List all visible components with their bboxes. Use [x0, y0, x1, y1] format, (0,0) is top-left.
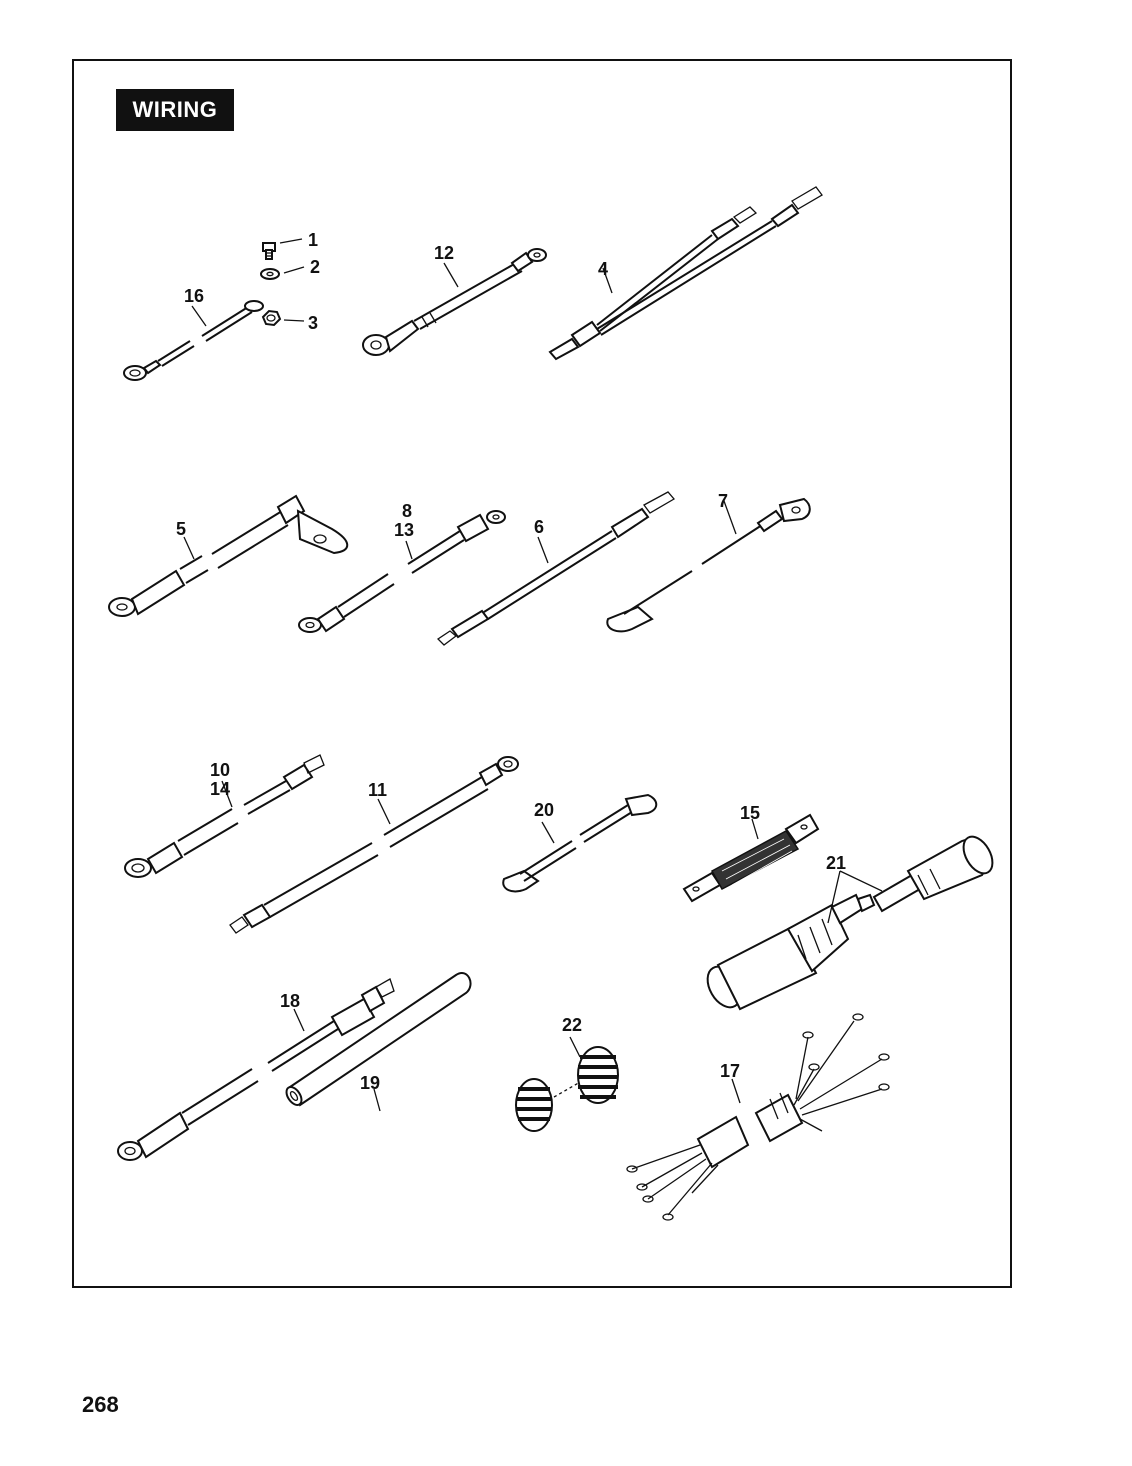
leader-19 — [373, 1088, 381, 1112]
callout-17: 17 — [720, 1061, 740, 1081]
callout-21: 21 — [826, 853, 846, 873]
wiring-parts-diagram: 1 2 3 16 12 4 5 8 13 6 7 10 14 11 20 15 … — [72, 59, 1012, 1288]
leader-18 — [293, 1008, 305, 1032]
part-7-wire — [606, 497, 811, 633]
callout-14: 14 — [210, 779, 230, 799]
diagram-border — [72, 59, 1012, 1288]
callout-18: 18 — [280, 991, 300, 1011]
leader-11 — [377, 798, 391, 825]
leader-22 — [569, 1036, 581, 1058]
part-5-heavy-cable — [108, 494, 349, 617]
callout-10: 10 — [210, 760, 230, 780]
part-1-screw — [262, 242, 276, 260]
callout-13: 13 — [394, 520, 414, 540]
leader-8-13 — [405, 540, 413, 560]
leader-7 — [723, 500, 737, 535]
leader-16 — [191, 305, 207, 327]
leader-21b — [839, 870, 883, 892]
callout-8: 8 — [402, 501, 412, 521]
callout-3: 3 — [308, 313, 318, 333]
callout-12: 12 — [434, 243, 454, 263]
page-number: 268 — [82, 1392, 119, 1417]
part-17-multi-lead-harness — [626, 1013, 890, 1221]
spring-left — [515, 1078, 553, 1132]
part-20-wire — [502, 793, 658, 893]
leader-10-14 — [221, 780, 233, 808]
part-18-cable-with-plug — [117, 978, 395, 1161]
callout-4: 4 — [598, 259, 608, 279]
part-8-13-cable — [298, 510, 506, 633]
callout-5: 5 — [176, 519, 186, 539]
callout-7: 7 — [718, 491, 728, 511]
part-21-connector-pair — [706, 835, 994, 1011]
part-19-tubing — [285, 972, 472, 1107]
callout-6: 6 — [534, 517, 544, 537]
callout-15: 15 — [740, 803, 760, 823]
spring-right — [577, 1046, 619, 1104]
leader-15 — [751, 818, 759, 840]
callout-1: 1 — [308, 230, 318, 250]
leader-4 — [602, 267, 613, 294]
part-6-wire — [436, 491, 676, 646]
part-15-braided-strap — [682, 813, 820, 903]
leader-12 — [443, 262, 459, 288]
part-12-battery-cable — [362, 248, 547, 356]
part-3-nut — [261, 309, 282, 327]
part-22-springs — [515, 1046, 619, 1132]
leader-3 — [283, 319, 305, 322]
section-title-tab: WIRING — [116, 89, 234, 131]
part-16-ground-wire — [123, 300, 264, 381]
part-11-long-cable — [229, 756, 519, 934]
part-2-lock-washer — [260, 268, 280, 280]
callout-16: 16 — [184, 286, 204, 306]
callout-20: 20 — [534, 800, 554, 820]
leader-21a — [827, 870, 841, 924]
leader-17 — [731, 1078, 741, 1104]
callout-11: 11 — [368, 780, 387, 800]
part-10-14-cable — [124, 754, 325, 878]
leader-6 — [537, 536, 549, 564]
leader-2 — [283, 266, 305, 274]
leader-1 — [279, 238, 303, 244]
leader-5 — [183, 536, 195, 560]
leader-20 — [541, 821, 555, 844]
callout-19: 19 — [360, 1073, 380, 1093]
callout-2: 2 — [310, 257, 320, 277]
diagram-frame: 1 2 3 16 12 4 5 8 13 6 7 10 14 11 20 15 … — [72, 59, 1012, 1288]
part-4-y-harness — [548, 186, 823, 361]
callout-22: 22 — [562, 1015, 582, 1035]
